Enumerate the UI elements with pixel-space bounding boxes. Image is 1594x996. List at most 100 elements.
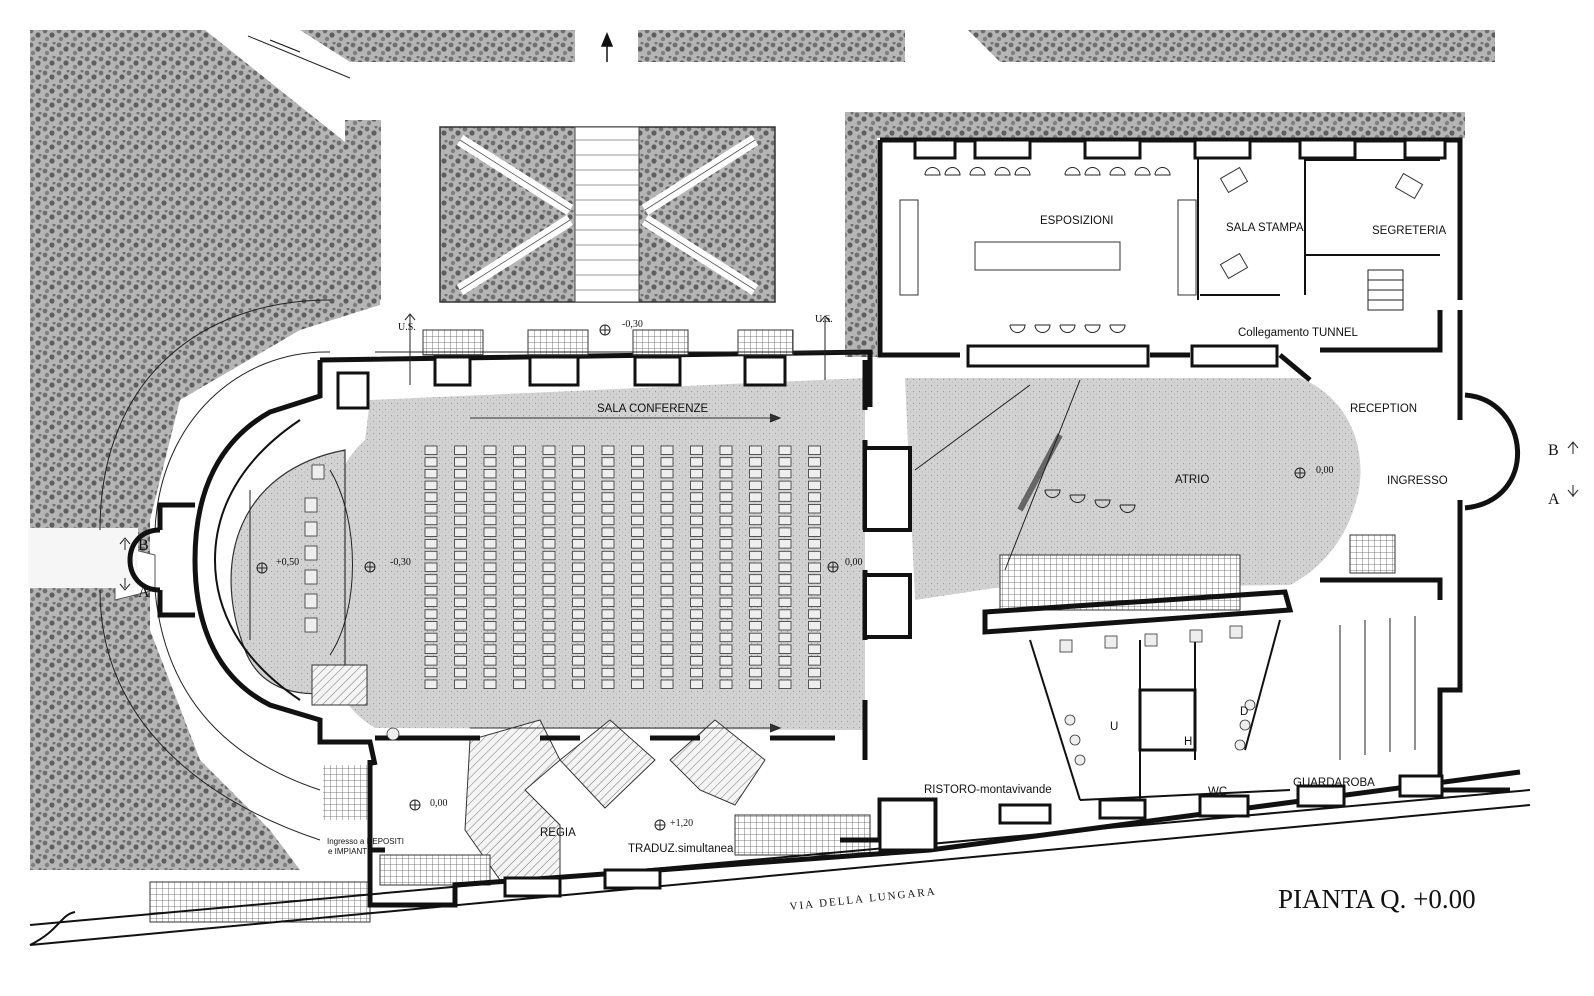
seat	[660, 527, 674, 537]
level-hall-back: 0,00	[845, 557, 863, 568]
seat	[572, 468, 585, 479]
seat	[513, 621, 526, 631]
seat	[719, 667, 733, 678]
seat	[424, 597, 438, 607]
seat	[454, 574, 467, 584]
seat	[778, 656, 792, 666]
seat	[778, 457, 792, 467]
seat	[690, 562, 703, 572]
seat	[719, 457, 733, 467]
seat	[749, 621, 762, 631]
seat	[690, 457, 703, 467]
seat	[542, 492, 556, 502]
seat	[808, 667, 821, 678]
seat	[513, 644, 526, 654]
room-label-ristoro: RISTORO-montavivande	[924, 784, 1052, 796]
level-courtyard: -0,30	[622, 319, 643, 330]
seat	[424, 644, 438, 654]
seat	[749, 492, 762, 502]
seat	[749, 504, 762, 514]
seat	[424, 468, 438, 479]
seat	[808, 562, 821, 572]
seat	[542, 667, 556, 678]
room-label-wc-u: U	[1110, 721, 1118, 733]
seat	[424, 480, 438, 491]
seat	[660, 457, 674, 467]
exit-label-left: U.S.	[398, 322, 416, 333]
seat	[690, 445, 703, 455]
room-label-esposizioni: ESPOSIZIONI	[1040, 215, 1114, 227]
seat	[483, 574, 497, 584]
seat	[424, 457, 438, 467]
building-walls	[29, 137, 1531, 946]
seat	[513, 492, 526, 502]
seat	[483, 539, 497, 549]
seat	[719, 632, 733, 643]
level-hall-front: -0,30	[390, 557, 411, 568]
seat	[660, 539, 674, 549]
seat	[513, 667, 526, 678]
seat	[660, 562, 674, 572]
seat	[572, 621, 585, 631]
room-label-atrio: ATRIO	[1175, 474, 1209, 486]
seat	[454, 527, 467, 537]
seat	[454, 644, 467, 654]
exposition-furniture	[899, 166, 1424, 760]
room-label-wc-d: D	[1240, 706, 1248, 718]
seat	[631, 527, 644, 537]
seat	[690, 515, 703, 526]
seat	[660, 468, 674, 479]
seat	[778, 632, 792, 643]
seat	[601, 515, 615, 526]
seat	[542, 597, 556, 607]
seat	[572, 480, 585, 491]
street-name: VIA DELLA LUNGARA	[789, 886, 937, 913]
seat	[542, 609, 556, 619]
seat	[483, 468, 497, 479]
seat	[454, 679, 467, 689]
seat	[690, 632, 703, 643]
seat	[719, 445, 733, 455]
conference-seating	[424, 445, 821, 689]
seat	[749, 609, 762, 619]
seat	[690, 679, 703, 689]
seat	[601, 656, 615, 666]
seat	[631, 632, 644, 643]
seat	[749, 644, 762, 654]
seat	[660, 632, 674, 643]
seat	[749, 445, 762, 455]
seat	[424, 550, 438, 561]
seat	[690, 492, 703, 502]
seat	[513, 527, 526, 537]
seat	[424, 562, 438, 572]
seat	[513, 609, 526, 619]
seat	[542, 539, 556, 549]
seat	[513, 632, 526, 643]
seat	[572, 539, 585, 549]
seat	[424, 539, 438, 549]
site-greenery	[28, 30, 1495, 870]
level-markers	[119, 313, 1579, 831]
seat	[483, 480, 497, 491]
seat	[513, 468, 526, 479]
seat	[454, 621, 467, 631]
seat	[454, 468, 467, 479]
seat	[542, 632, 556, 643]
seat	[513, 586, 526, 596]
seat	[660, 515, 674, 526]
seat	[631, 644, 644, 654]
seat	[690, 527, 703, 537]
seat	[454, 632, 467, 643]
seat	[690, 656, 703, 666]
seat	[483, 562, 497, 572]
seat	[808, 445, 821, 455]
seat	[778, 644, 792, 654]
section-mark-right-b: B	[1548, 442, 1559, 459]
seat	[572, 515, 585, 526]
level-traduzione: +1,20	[670, 818, 693, 829]
seat	[778, 574, 792, 584]
seat	[542, 457, 556, 467]
seat	[808, 644, 821, 654]
seat	[660, 679, 674, 689]
